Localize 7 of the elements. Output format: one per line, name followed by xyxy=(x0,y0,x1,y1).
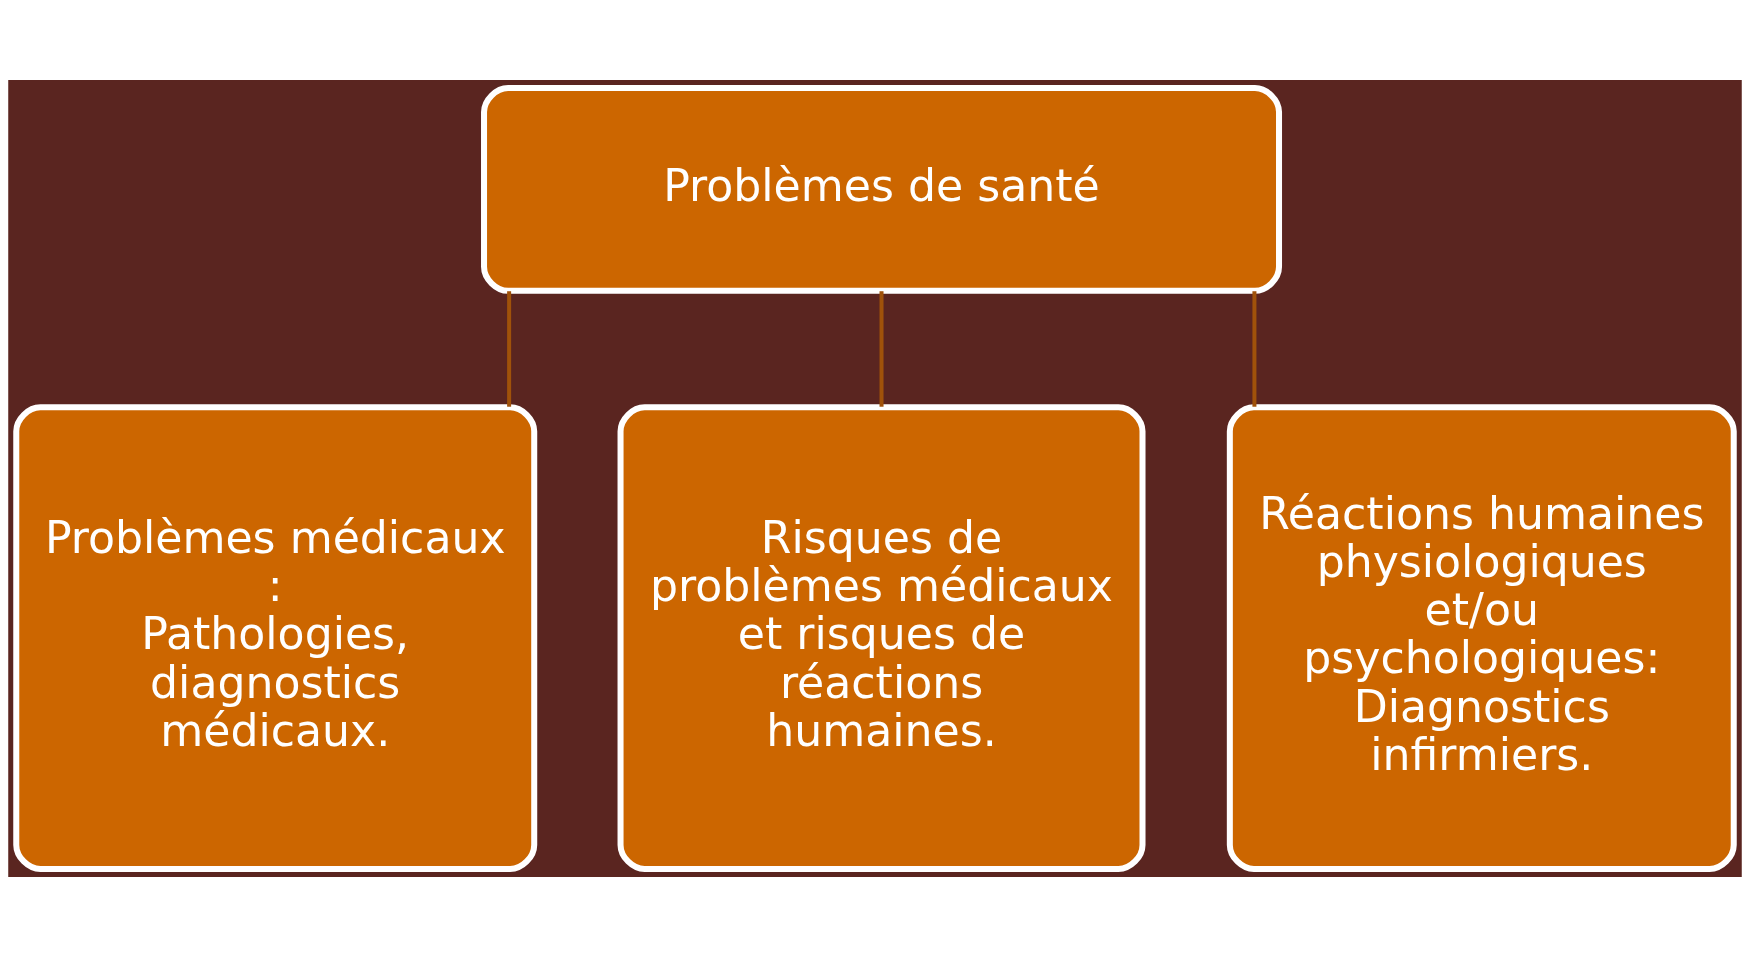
connector xyxy=(1252,291,1257,407)
node-box: Réactions humaines physiologiques et/ou psychologiques: Diagnostics infirmiers. xyxy=(1226,404,1737,872)
node-box: Risques de problèmes médicaux et risques de réactions humaines. xyxy=(617,404,1146,872)
connector xyxy=(507,291,512,407)
node-box: Problèmes de santé xyxy=(481,85,1283,294)
node-box: Problèmes médicaux : Pathologies, diagnostics médicaux. xyxy=(13,404,538,872)
connector xyxy=(879,291,884,407)
